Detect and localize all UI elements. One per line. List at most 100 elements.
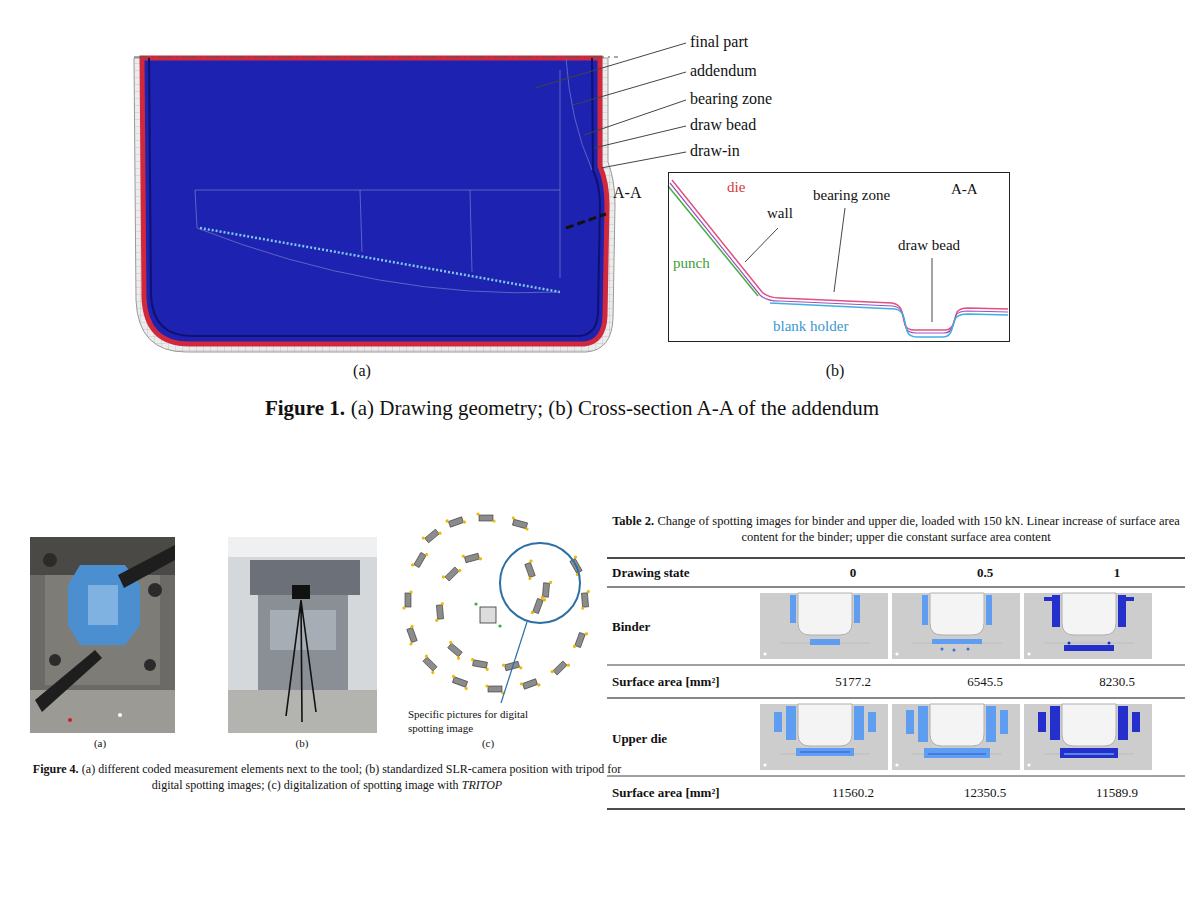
table-rule-part (607, 776, 1185, 777)
cross-section-part (672, 180, 1008, 330)
subfigure-label-text: (a) (94, 737, 106, 749)
table-header: Drawing state (612, 565, 690, 580)
table-cell: 12350.5 (935, 785, 1035, 800)
zone-label: draw bead (898, 237, 960, 254)
leader-line-part (594, 126, 686, 148)
spotting-digitalization-part (449, 674, 471, 690)
photo-tool-part (88, 585, 118, 625)
spotting-digitalization-part (444, 640, 465, 660)
table-cell: 8230.5 (1067, 674, 1167, 689)
photo-tool-part (35, 650, 102, 712)
spotting-image-part-part (790, 595, 860, 645)
spotting-image-part (892, 593, 1020, 659)
spotting-digitalization-part (498, 624, 501, 627)
spotting-digitalization-part (402, 590, 412, 609)
photo-tool-part (118, 713, 122, 717)
spotting-image-part-part (1024, 704, 1152, 770)
cross-section-part (770, 303, 1008, 337)
row-header: Upper die (612, 731, 667, 746)
spotting-digitalization-part (485, 684, 504, 694)
spotting-digitalization-part (470, 658, 491, 671)
figure-caption-text: (a) Drawing geometry; (b) Cross-section … (351, 396, 879, 420)
photo-camera-part (286, 600, 316, 722)
zone-label: wall (767, 205, 793, 222)
figure-caption: Figure 4.(a) different coded measurement… (25, 762, 630, 793)
table-header-text: 0.5 (977, 565, 993, 580)
photo-tool-part (148, 583, 162, 597)
table-rule-part (607, 698, 1185, 699)
spotting-digitalization-part (550, 658, 571, 679)
spotting-image-part-part (1064, 753, 1114, 755)
table-rule-part (607, 665, 1185, 666)
spotting-digitalization-part (421, 526, 442, 546)
spotting-digitalization-part (410, 549, 428, 571)
cross-section-part (745, 208, 932, 322)
spotting-digitalization-part (500, 543, 580, 623)
row-header-text: Surface area [mm²] (612, 785, 720, 800)
row-header-text: Binder (612, 619, 650, 634)
section-label-text: A-A (613, 184, 641, 201)
photo-tool-part (49, 654, 61, 666)
row-header: Surface area [mm²] (612, 674, 720, 689)
table-rule-part (607, 557, 1185, 559)
cross-section-part (668, 186, 758, 296)
drawing-geometry-part (197, 228, 560, 293)
spotting-digitalization-part (522, 559, 538, 581)
spotting-image-part (892, 704, 1020, 770)
table-rule (607, 558, 1185, 809)
cross-section-part (670, 183, 1008, 333)
cross-section-part (668, 172, 1010, 342)
cross-section (668, 172, 1010, 342)
spotting-image-part (760, 704, 888, 770)
spotting-image-part (1024, 593, 1152, 659)
table-cell-text: 11589.9 (1096, 785, 1138, 800)
spotting-digitalization-part (474, 602, 477, 605)
photo-camera (228, 537, 377, 733)
spotting-digitalization-part (501, 622, 527, 703)
section-label: A-A (613, 184, 641, 203)
callout-text-text: Specific pictures for digital spotting i… (408, 708, 528, 734)
spotting-image-part-part (760, 704, 888, 770)
photo-tool-part (68, 718, 72, 722)
callout-text: Specific pictures for digital spotting i… (408, 708, 536, 736)
table-cell: 5177.2 (803, 674, 903, 689)
tool-label: die (727, 179, 745, 196)
spotting-image-part-part (1024, 593, 1152, 659)
table-cell-text: 11560.2 (832, 785, 874, 800)
spotting-digitalization-part (580, 590, 592, 610)
subfigure-label: (a) (80, 737, 120, 750)
drawing-geometry-part (566, 214, 606, 228)
subfigure-label-text: (b) (826, 362, 845, 379)
leader-line-part (535, 43, 686, 88)
table-cell: 6545.5 (935, 674, 1035, 689)
spotting-image-part-part (800, 751, 850, 753)
zone-label: bearing zone (813, 187, 890, 204)
spotting-digitalization-part (530, 595, 546, 617)
drawing-geometry-part (134, 58, 615, 352)
table-header: 0 (803, 565, 903, 580)
tool-label: punch (673, 255, 710, 272)
spotting-image-part-part (941, 648, 944, 651)
table-caption: Table 2.Change of spotting images for bi… (605, 513, 1187, 546)
subfigure-label: (b) (810, 362, 860, 381)
spotting-image-part-part (1044, 595, 1134, 627)
drawing-geometry-part (200, 228, 560, 292)
table-cell-text: 8230.5 (1099, 674, 1135, 689)
spotting-image-part-part (892, 704, 1020, 770)
spotting-digitalization-part (480, 607, 496, 623)
part-zone-label-text: addendum (690, 62, 757, 79)
drawing-geometry-part (142, 58, 607, 344)
spotting-image-part (1024, 704, 1152, 770)
figure-caption-text: Figure 4. (33, 762, 79, 776)
photo-tool-part (43, 553, 57, 567)
spotting-image-part-part (928, 753, 986, 755)
figure-caption: Figure 1.(a) Drawing geometry; (b) Cross… (142, 396, 1002, 421)
subfigure-label: (c) (468, 737, 508, 750)
subfigure-label: (a) (337, 362, 387, 381)
row-header-text: Surface area [mm²] (612, 674, 720, 689)
part-zone-label: final part (690, 33, 748, 52)
photo-camera-part (228, 537, 377, 557)
cross-section-box: diewallbearing zoneA-Adraw beadpunchblan… (668, 172, 1010, 342)
figure-caption-text: TRITOP (462, 778, 502, 792)
